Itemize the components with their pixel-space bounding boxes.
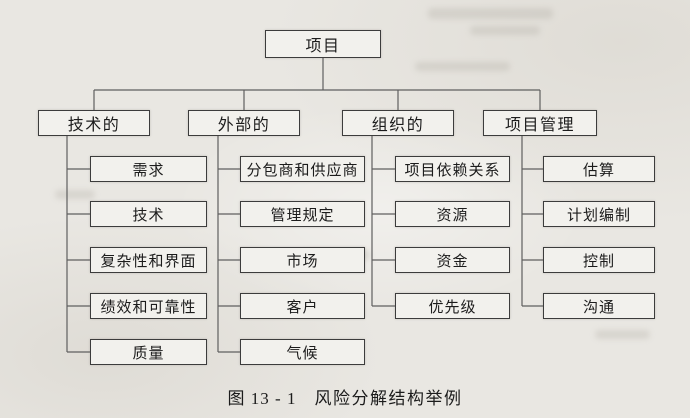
branch-project-management: 项目管理	[483, 110, 597, 136]
leaf-technology: 技术	[90, 201, 207, 227]
leaf-complexity-interfaces: 复杂性和界面	[90, 247, 207, 273]
leaf-planning: 计划编制	[543, 201, 655, 227]
node-project: 项目	[265, 30, 381, 58]
leaf-resources: 资源	[395, 201, 510, 227]
leaf-subcontractors-suppliers: 分包商和供应商	[240, 156, 365, 182]
leaf-control: 控制	[543, 247, 655, 273]
leaf-funding: 资金	[395, 247, 510, 273]
branch-organizational: 组织的	[342, 110, 454, 136]
leaf-market: 市场	[240, 247, 365, 273]
branch-technical: 技术的	[38, 110, 150, 136]
leaf-requirements: 需求	[90, 156, 207, 182]
figure-number: 图 13 - 1	[227, 389, 297, 408]
leaf-estimation: 估算	[543, 156, 655, 182]
branch-external: 外部的	[188, 110, 300, 136]
figure-title: 风险分解结构举例	[314, 389, 463, 408]
leaf-regulations: 管理规定	[240, 201, 365, 227]
leaf-quality: 质量	[90, 339, 207, 365]
leaf-priority: 优先级	[395, 293, 510, 319]
leaf-performance-reliability: 绩效和可靠性	[90, 293, 207, 319]
leaf-customer: 客户	[240, 293, 365, 319]
leaf-project-dependencies: 项目依赖关系	[395, 156, 510, 182]
leaf-climate: 气候	[240, 339, 365, 365]
leaf-communication: 沟通	[543, 293, 655, 319]
figure-caption: 图 13 - 1 风险分解结构举例	[0, 384, 690, 409]
